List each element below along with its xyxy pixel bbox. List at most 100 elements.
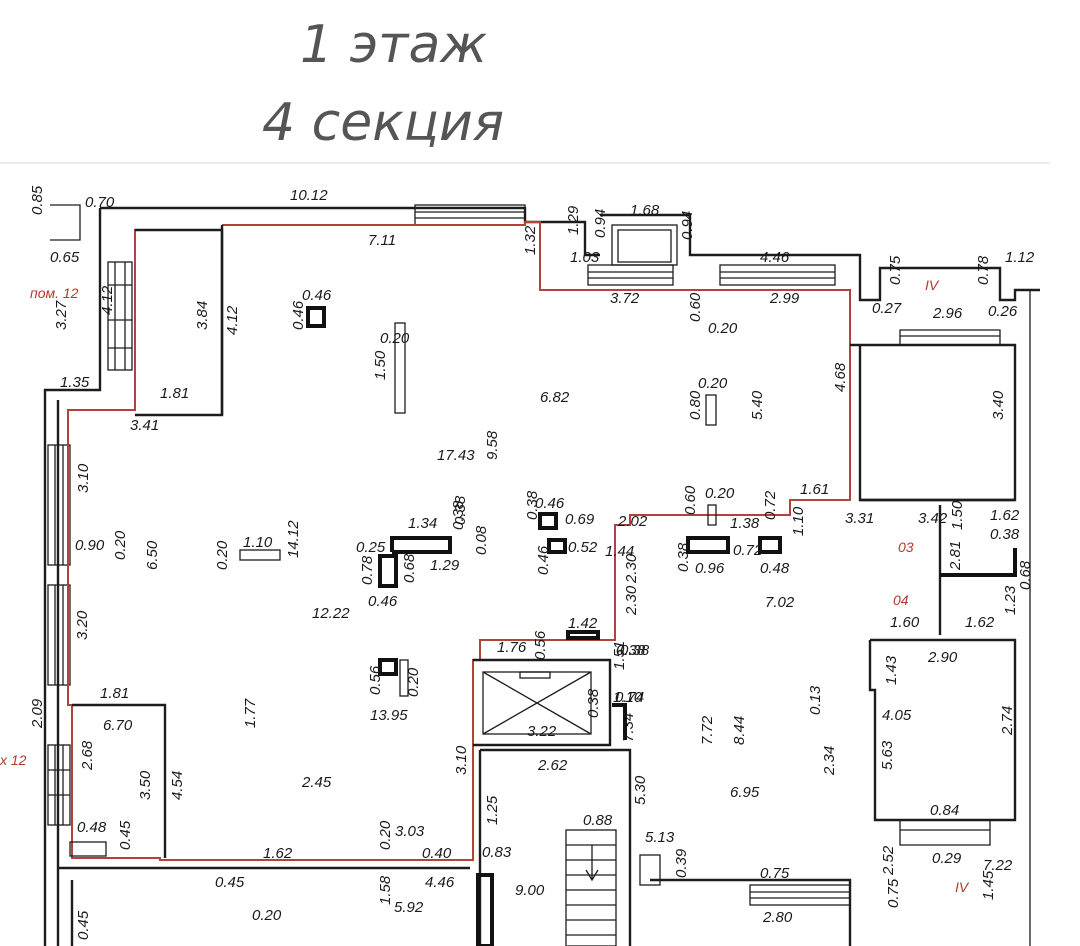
dimension-label: 0.70	[85, 194, 115, 211]
dimension-label: 2.09	[29, 698, 46, 729]
dimension-label: 1.25	[484, 795, 501, 825]
dimension-label: 0.20	[698, 375, 728, 392]
dimension-label: 2.34	[821, 746, 838, 776]
dimension-label: 0.46	[290, 300, 307, 330]
dimension-label: 0.75	[760, 865, 790, 882]
dimension-label: 1.10	[790, 506, 807, 536]
dimension-label: 1.81	[100, 685, 129, 702]
dimension-label: 5.63	[879, 740, 896, 770]
dimension-label: 1.62	[263, 845, 293, 862]
dimension-label: 0.78	[975, 255, 992, 285]
dimension-label: 0.38	[616, 642, 646, 659]
dimension-label: 5.13	[645, 829, 675, 846]
dimension-label: 0.72	[733, 542, 763, 559]
dimension-label: 0.20	[214, 540, 231, 570]
dimension-label: 0.38	[990, 526, 1020, 543]
dimension-label: 0.94	[592, 209, 609, 238]
dimension-label: 0.38	[450, 500, 467, 530]
dimension-label: 5.92	[394, 899, 424, 916]
dimension-label: 0.94	[679, 211, 696, 240]
dimension-label: 3.10	[75, 463, 92, 493]
dimension-label: 6.95	[730, 784, 760, 801]
dimension-label: 0.46	[535, 495, 565, 512]
dimension-label: 1.43	[883, 655, 900, 685]
dimension-label: 0.46	[368, 593, 398, 610]
dimension-label: 3.31	[845, 510, 874, 527]
dimension-label: 2.62	[537, 757, 568, 774]
dimension-label: 6.82	[540, 389, 570, 406]
dimension-label: 0.26	[988, 303, 1018, 320]
dimension-label: 1.23	[1002, 585, 1019, 615]
dimension-label: 0.20	[405, 667, 422, 697]
dimension-label: 6.50	[144, 540, 161, 570]
interior-walls	[58, 225, 1017, 946]
dimension-label: 7.02	[765, 594, 795, 611]
dimension-label: 0.40	[422, 845, 452, 862]
dimension-label: 4.54	[169, 771, 186, 800]
dimension-label: 0.38	[524, 490, 541, 520]
dimension-label: 1.62	[965, 614, 995, 631]
dimension-label: 0.20	[380, 330, 410, 347]
dimension-label: 0.80	[687, 390, 704, 420]
dimension-label: 0.08	[473, 525, 490, 555]
dimension-label: 1.34	[408, 515, 437, 532]
dimension-label: 0.38	[585, 688, 602, 718]
dimension-label: 0.68	[401, 553, 418, 583]
dimension-label: 3.27	[53, 300, 70, 330]
dimension-label: 1.32	[522, 225, 539, 255]
dimension-label: 1.38	[730, 515, 760, 532]
dimension-label: 1.77	[242, 698, 259, 728]
dimension-label: 0.25	[356, 539, 386, 556]
dimension-label: 2.30	[623, 585, 640, 616]
dimension-label: 1.42	[568, 615, 598, 632]
dimension-label: 1.03	[570, 249, 600, 266]
dimension-label: 4.12	[224, 305, 241, 335]
dimension-label: 4.12	[99, 285, 116, 315]
dimension-label: 0.48	[760, 560, 790, 577]
outer-walls	[43, 204, 1040, 946]
floor-title: 1 этаж	[300, 15, 487, 75]
dimension-label: 0.75	[885, 878, 902, 908]
roman-label-iv-bottom: IV	[955, 879, 970, 895]
dimension-label: 0.48	[77, 819, 107, 836]
dimension-label: 3.22	[527, 723, 557, 740]
dimension-label: 0.20	[252, 907, 282, 924]
dimension-label: 3.42	[918, 510, 948, 527]
dimension-label: 0.74	[615, 689, 644, 706]
dimension-label: 1.29	[430, 557, 460, 574]
dimension-label: 1.51	[611, 641, 628, 670]
dimension-label: 0.56	[367, 665, 384, 695]
dimension-label: 2.68	[79, 740, 96, 771]
dimension-label: 1.61	[800, 481, 829, 498]
dimension-label: 1.35	[60, 374, 90, 391]
dimension-label: 1.29	[565, 205, 582, 235]
dimension-label: 9.00	[515, 882, 545, 899]
dimension-label: 0.20	[377, 820, 394, 850]
dimension-label: 0.46	[302, 287, 332, 304]
dimension-label: 8.44	[731, 716, 748, 745]
dimension-label: 0.27	[872, 300, 902, 317]
dimension-label: 0.88	[583, 812, 613, 829]
dimension-label: 3.84	[194, 301, 211, 330]
dimension-label: 13.95	[370, 707, 408, 724]
dimension-label: 0.20	[112, 530, 129, 560]
dimension-label: 7.72	[699, 715, 716, 745]
dimension-label: 4.05	[882, 707, 912, 724]
dimension-label: 0.46	[535, 545, 552, 575]
dimension-label: 2.80	[762, 909, 793, 926]
dimension-label: 1.81	[160, 385, 189, 402]
dimension-label: 1.50	[949, 500, 966, 530]
dimension-label: 0.39	[673, 848, 690, 878]
dimension-label: 17.43	[437, 447, 475, 464]
dimension-label: 2.99	[769, 290, 800, 307]
dimension-label: 5.40	[749, 390, 766, 420]
dimension-label: 14.12	[285, 520, 302, 558]
dimension-label: 0.69	[565, 511, 595, 528]
dimension-label: 3.40	[990, 390, 1007, 420]
dimension-label: 9.58	[484, 430, 501, 460]
dimension-label: 0.60	[687, 292, 704, 322]
dimension-label: 3.03	[395, 823, 425, 840]
dimension-label: 1.58	[377, 875, 394, 905]
